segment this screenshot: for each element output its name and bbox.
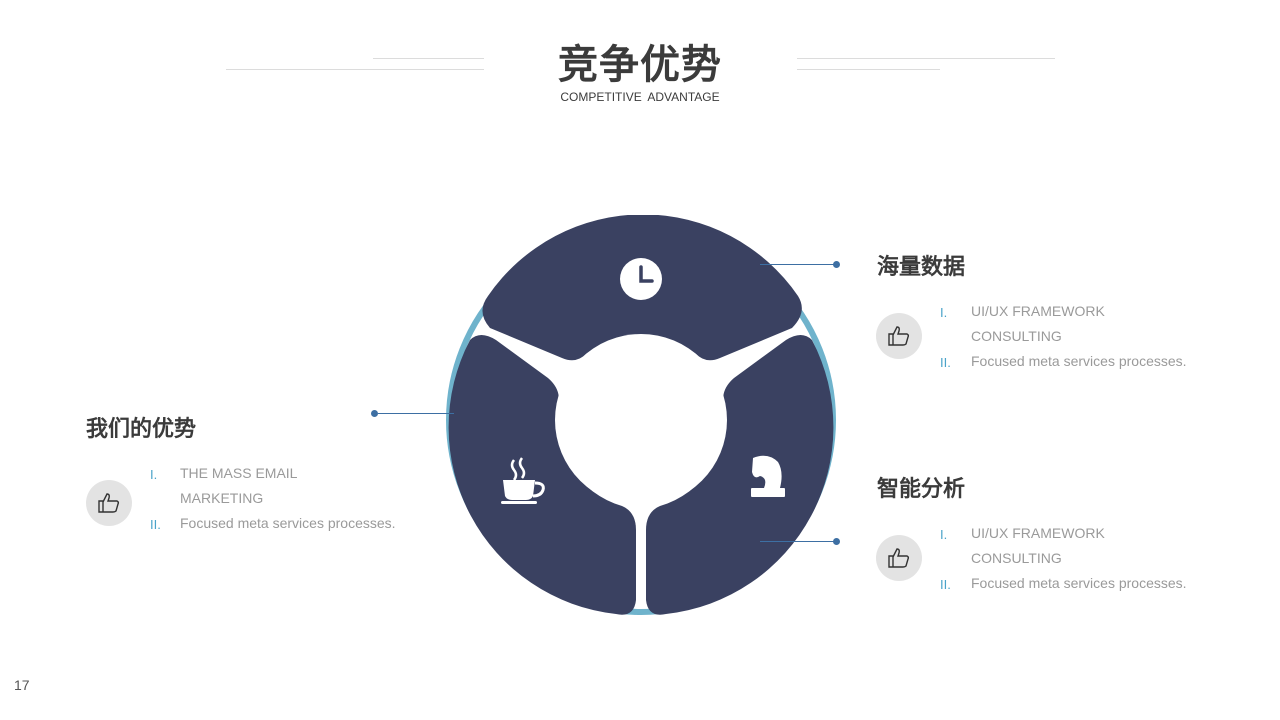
list-item-line: UI/UX FRAMEWORK: [971, 525, 1105, 541]
list-num-1: I.: [940, 305, 948, 320]
header-rule-right-short: [797, 69, 940, 70]
list-num-1: I.: [150, 467, 158, 482]
list-item-2: Focused meta services processes.: [180, 511, 396, 536]
segments: [448, 215, 834, 615]
list-item-line: CONSULTING: [971, 550, 1062, 566]
thumbs-up-icon: [98, 493, 120, 513]
thumbs-up-icon: [888, 326, 910, 346]
coffee-cup-icon: [501, 457, 545, 504]
header-rule-left-short: [373, 58, 484, 59]
list-item-line: MARKETING: [180, 490, 264, 506]
header-rule-left-long: [226, 69, 484, 70]
connector-dot-left: [371, 410, 378, 417]
list-item-1: UI/UX FRAMEWORK CONSULTING: [971, 299, 1105, 349]
connector-line-top: [760, 264, 836, 265]
connector-line-bottom: [760, 541, 836, 542]
list-item-line: Focused meta services processes.: [971, 575, 1187, 591]
section-title-advantage: 我们的优势: [86, 417, 197, 442]
thumbs-up-badge-data: [876, 313, 922, 359]
list-item-1: THE MASS EMAIL MARKETING: [180, 461, 297, 511]
page-title: 竞争优势: [558, 42, 722, 88]
list-item-line: CONSULTING: [971, 328, 1062, 344]
header-rule-right-long: [797, 58, 1055, 59]
list-num-2: II.: [940, 577, 951, 592]
page-subtitle: COMPETITIVE ADVANTAGE: [560, 90, 720, 104]
list-num-2: II.: [940, 355, 951, 370]
thumbs-up-badge-advantage: [86, 480, 132, 526]
list-item-line: Focused meta services processes.: [180, 515, 396, 531]
clock-icon: [620, 258, 662, 300]
section-title-data: 海量数据: [877, 255, 966, 280]
list-item-1: UI/UX FRAMEWORK CONSULTING: [971, 521, 1105, 571]
section-title-analysis: 智能分析: [877, 477, 966, 502]
list-item-2: Focused meta services processes.: [971, 571, 1187, 596]
segment-right: [646, 335, 834, 615]
connector-dot-bottom: [833, 538, 840, 545]
three-segment-ring-diagram: [446, 215, 836, 615]
list-num-1: I.: [940, 527, 948, 542]
center-hole: [555, 334, 727, 506]
connector-dot-top: [833, 261, 840, 268]
list-item-line: THE MASS EMAIL: [180, 465, 298, 481]
thumbs-up-badge-analysis: [876, 535, 922, 581]
list-num-2: II.: [150, 517, 161, 532]
connector-line-left: [378, 413, 454, 414]
segment-left: [448, 335, 636, 615]
list-item-2: Focused meta services processes.: [971, 349, 1187, 374]
page-number: 17: [14, 677, 30, 693]
list-item-line: UI/UX FRAMEWORK: [971, 303, 1105, 319]
chess-knight-icon: [751, 455, 785, 497]
list-item-line: Focused meta services processes.: [971, 353, 1187, 369]
thumbs-up-icon: [888, 548, 910, 568]
